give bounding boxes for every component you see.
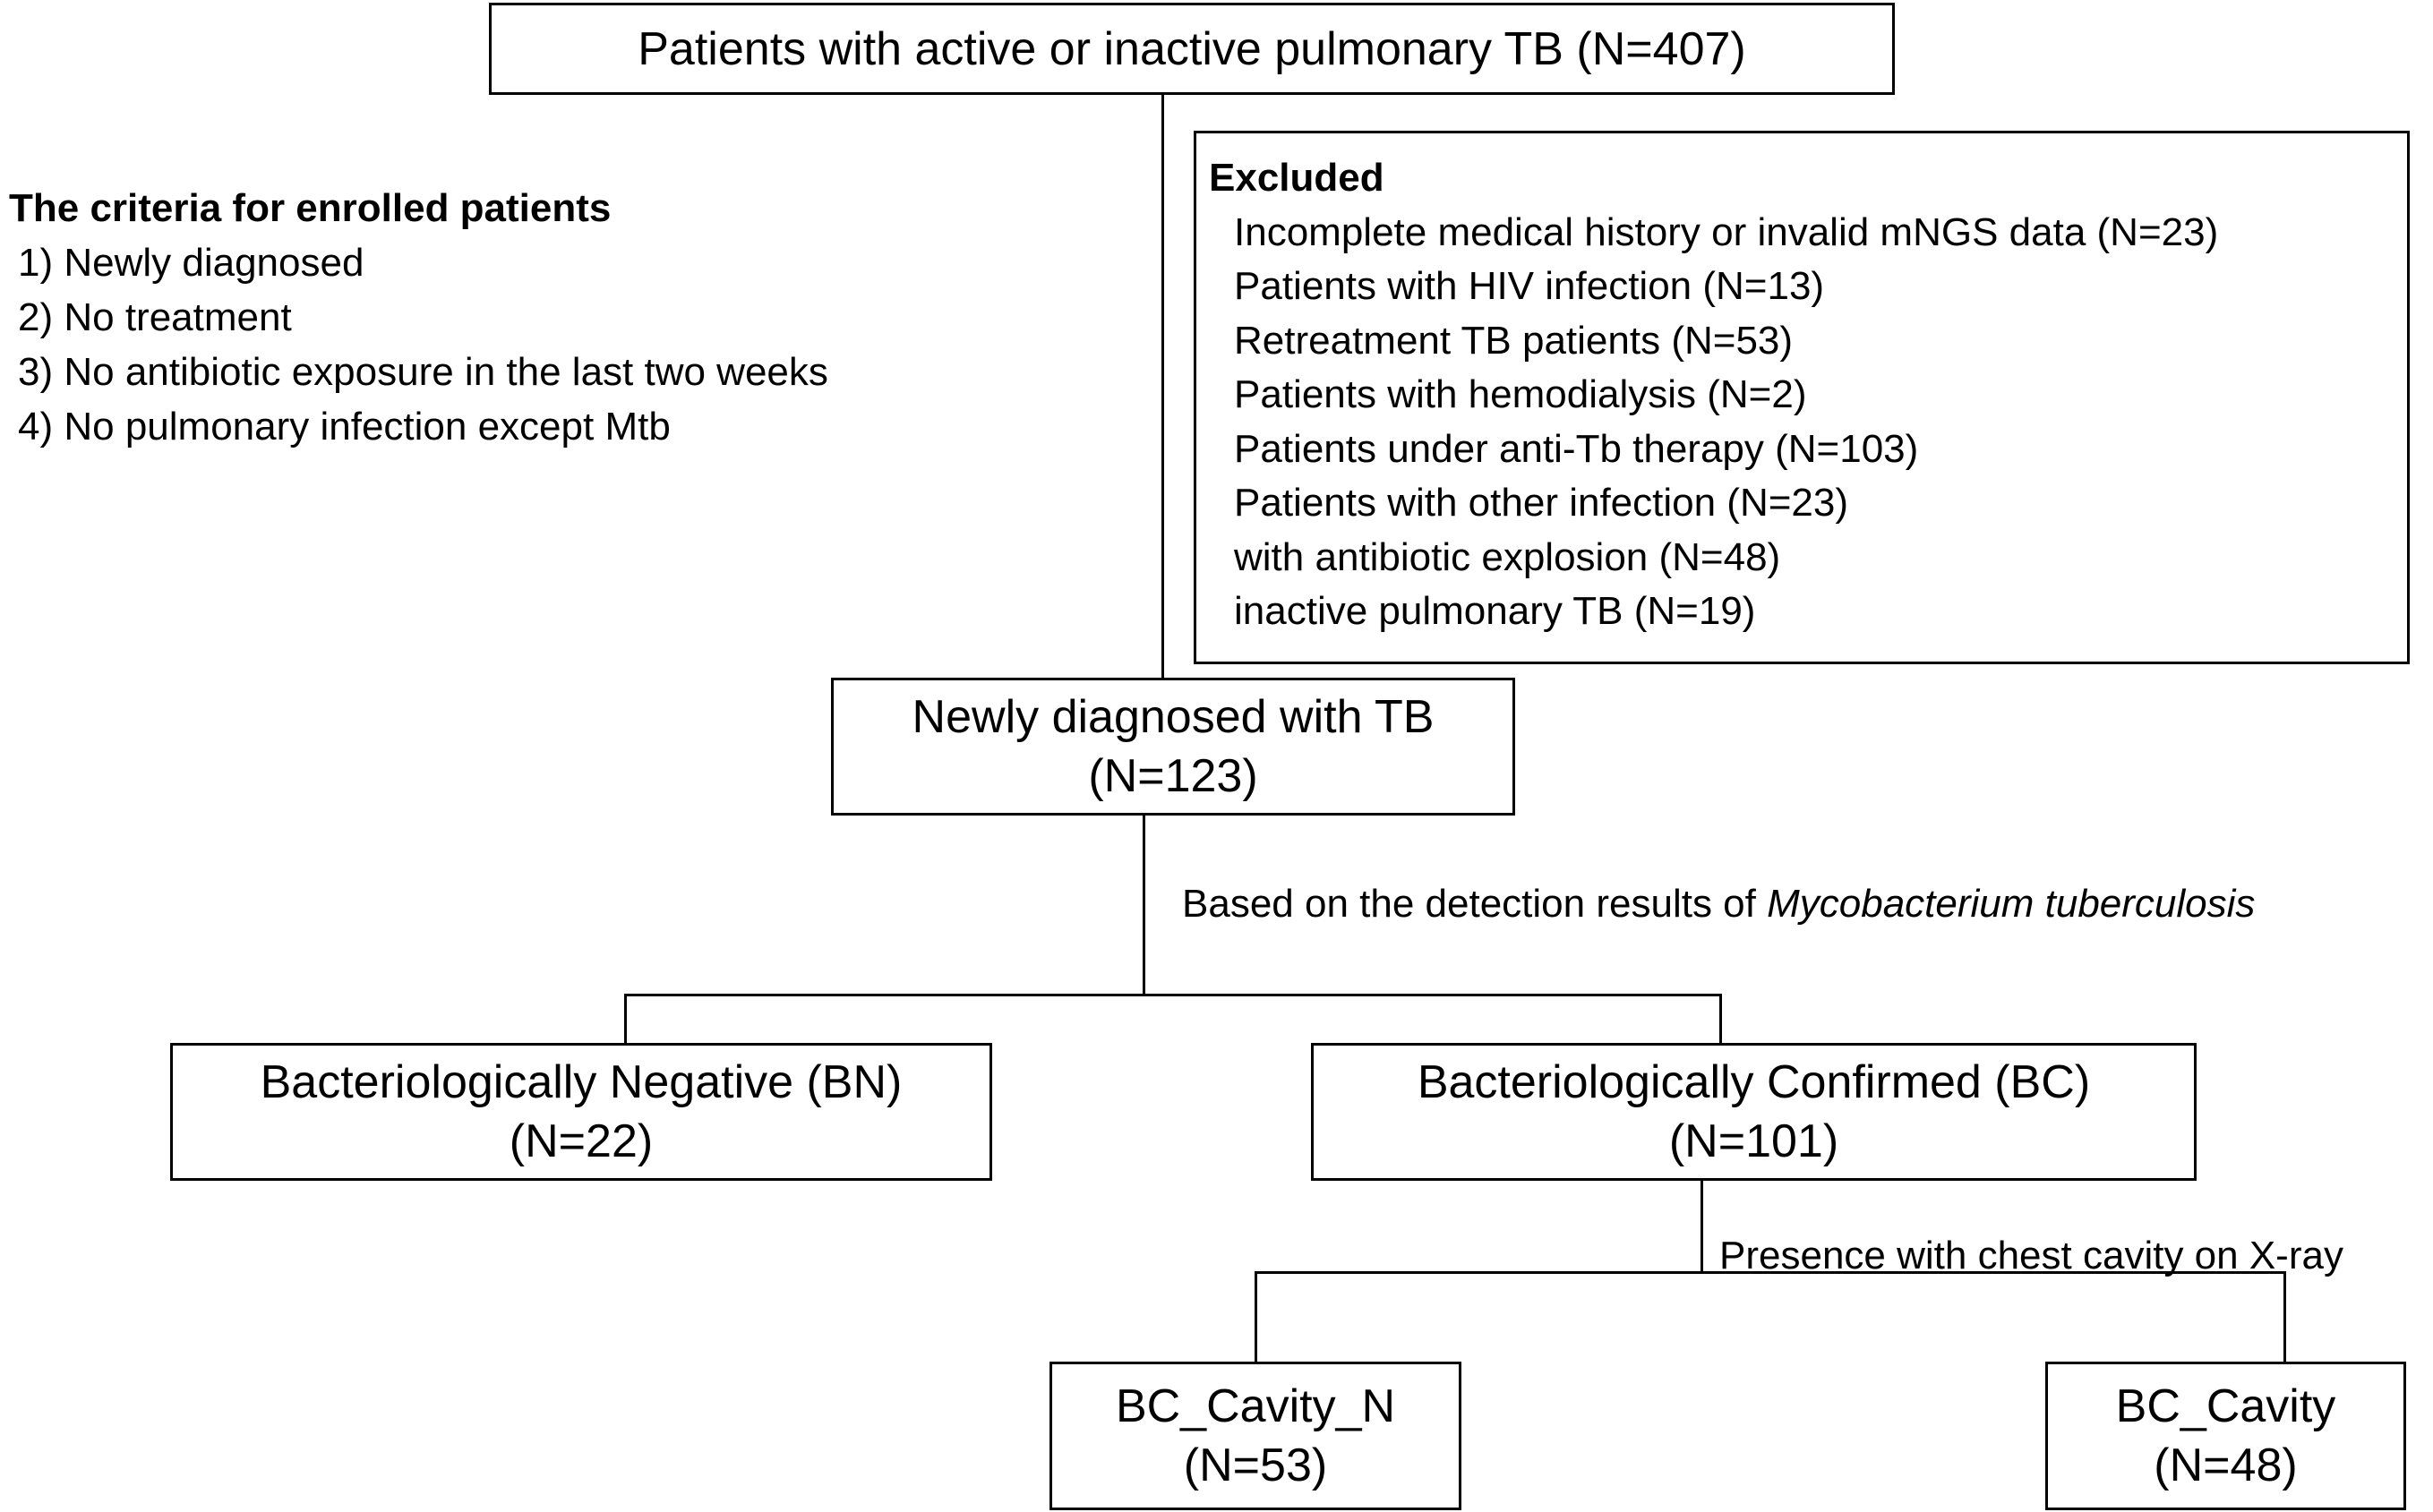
bc-cavity-count: (N=48): [2154, 1439, 2298, 1491]
split-label-cavity: Presence with chest cavity on X-ray: [1719, 1234, 2343, 1278]
excluded-title: Excluded: [1209, 156, 1384, 200]
excluded-item: Patients with hemodialysis (N=2): [1234, 372, 1807, 416]
criteria-title: The criteria for enrolled patients: [9, 186, 612, 230]
newly-diagnosed-label: Newly diagnosed with TB: [912, 691, 1435, 743]
connector-to-bc: [1719, 994, 1722, 1043]
connector-newly-down: [1143, 813, 1145, 996]
criteria-item: 3) No antibiotic exposure in the last tw…: [18, 350, 828, 394]
criteria-item: 2) No treatment: [18, 295, 292, 339]
bn-count: (N=22): [509, 1115, 654, 1167]
connector-to-cavity: [2283, 1271, 2286, 1362]
organism-name: Mycobacterium tuberculosis: [1767, 882, 2256, 926]
bc-cavity-label: BC_Cavity: [2115, 1380, 2336, 1432]
bc-count: (N=101): [1668, 1115, 1839, 1167]
excluded-item: Retreatment TB patients (N=53): [1234, 318, 1794, 363]
bc-label: Bacteriologically Confirmed (BC): [1417, 1056, 2091, 1108]
bc-cavity-n-count: (N=53): [1183, 1439, 1328, 1491]
connector-branch-1: [624, 994, 1722, 996]
connector-branch-2: [1255, 1271, 2286, 1274]
bc-cavity-n-box: BC_Cavity_N (N=53): [1049, 1362, 1461, 1510]
connector-to-cavity-n: [1255, 1271, 1257, 1362]
connector-bc-down: [1701, 1180, 1703, 1274]
excluded-item: Incomplete medical history or invalid mN…: [1234, 209, 2219, 254]
excluded-box: Excluded Incomplete medical history or i…: [1194, 131, 2410, 664]
excluded-item: with antibiotic explosion (N=48): [1234, 534, 1781, 579]
enrollment-criteria: The criteria for enrolled patients 1) Ne…: [9, 181, 828, 454]
total-patients-box: Patients with active or inactive pulmona…: [489, 3, 1895, 95]
criteria-item: 4) No pulmonary infection except Mtb: [18, 405, 671, 448]
split-label-detection: Based on the detection results of Mycoba…: [1182, 882, 2255, 927]
bacteriologically-negative-box: Bacteriologically Negative (BN) (N=22): [170, 1043, 992, 1181]
bc-cavity-n-label: BC_Cavity_N: [1115, 1380, 1396, 1432]
connector-top-to-newly: [1161, 92, 1164, 680]
bacteriologically-confirmed-box: Bacteriologically Confirmed (BC) (N=101): [1311, 1043, 2197, 1181]
criteria-item: 1) Newly diagnosed: [18, 241, 364, 285]
bc-cavity-box: BC_Cavity (N=48): [2045, 1362, 2406, 1510]
excluded-item: Patients with HIV infection (N=13): [1234, 264, 1825, 308]
total-patients-label: Patients with active or inactive pulmona…: [638, 22, 1746, 75]
newly-diagnosed-box: Newly diagnosed with TB (N=123): [831, 678, 1515, 816]
split-label-detection-text: Based on the detection results of: [1182, 882, 1768, 926]
bn-label: Bacteriologically Negative (BN): [260, 1056, 903, 1108]
excluded-item: Patients under anti-Tb therapy (N=103): [1234, 426, 1919, 471]
split-label-cavity-text: Presence with chest cavity on X-ray: [1719, 1234, 2343, 1277]
connector-to-bn: [624, 994, 627, 1043]
excluded-item: Patients with other infection (N=23): [1234, 481, 1849, 525]
excluded-item: inactive pulmonary TB (N=19): [1234, 589, 1756, 633]
newly-diagnosed-count: (N=123): [1088, 750, 1258, 802]
